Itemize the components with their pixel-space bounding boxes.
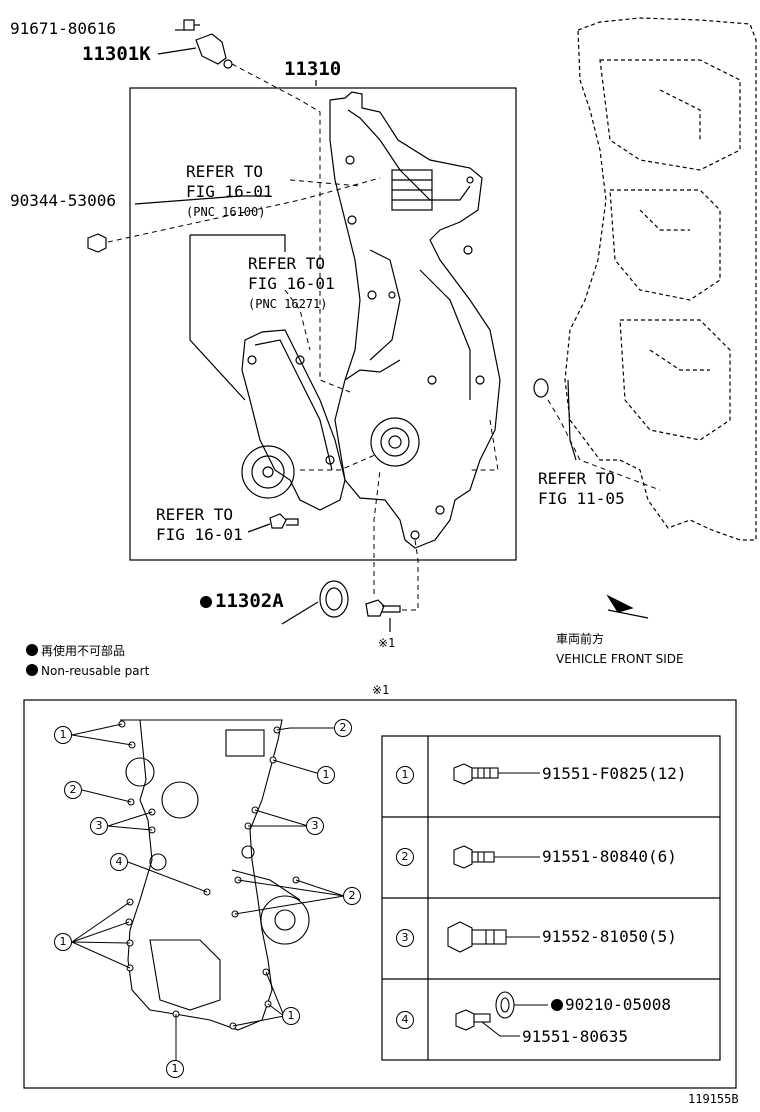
washer-4-drawing	[495, 991, 548, 1019]
oil-seal-drawing	[319, 580, 349, 618]
timing-cover-group-frame	[129, 87, 517, 561]
callout-1[interactable]: 1	[317, 766, 335, 784]
table-key-4: 4	[396, 1011, 414, 1029]
callout-2[interactable]: 2	[343, 887, 361, 905]
non-reusable-dot-4	[551, 999, 563, 1011]
callout-2[interactable]: 2	[334, 719, 352, 737]
callout-1[interactable]: 1	[282, 1007, 300, 1025]
cover-bolt-drawing	[365, 599, 401, 617]
callout-3[interactable]: 3	[306, 817, 324, 835]
callout-1[interactable]: 1	[166, 1060, 184, 1078]
refer-c-line2: FIG 16-01	[156, 525, 243, 544]
refer-d-line1: REFER TO	[538, 469, 616, 488]
table-key-2: 2	[396, 848, 414, 866]
legend-dot-icon	[26, 664, 38, 676]
stud-nut-drawing	[87, 233, 107, 253]
refer-b-line1: REFER TO	[248, 254, 326, 273]
sensor-bolt-drawing	[183, 19, 200, 31]
vehicle-front-jp: 車両前方	[556, 632, 605, 646]
legend-jp: 再使用不可部品	[26, 642, 125, 660]
callout-4[interactable]: 4	[110, 853, 128, 871]
table-part-1[interactable]: 91551-F0825(12)	[542, 764, 687, 783]
engine-block-outline	[564, 17, 757, 541]
bolt-holes	[118, 720, 300, 1030]
label-91671-80616[interactable]: 91671-80616	[10, 19, 116, 38]
table-part-3[interactable]: 91552-81050(5)	[542, 927, 677, 946]
callout-1[interactable]: 1	[54, 726, 72, 744]
refer-b-line2: FIG 16-01	[248, 274, 335, 293]
o-ring-drawing	[533, 378, 549, 398]
refer-c-line1: REFER TO	[156, 505, 234, 524]
callout-1[interactable]: 1	[54, 933, 72, 951]
timing-chain-cover-drawing	[329, 91, 501, 549]
table-key-3: 3	[396, 929, 414, 947]
label-90344-53006[interactable]: 90344-53006	[10, 191, 116, 210]
cover-detail-drawing	[120, 719, 310, 1031]
refer-a-line3: (PNC 16100)	[186, 205, 266, 219]
bolt-2-drawing	[453, 845, 540, 869]
callout-3[interactable]: 3	[90, 817, 108, 835]
note-mark-upper: ※1	[378, 636, 396, 650]
label-11302a[interactable]: 11302A	[200, 590, 284, 612]
bolt-1-drawing	[453, 763, 540, 785]
label-11301k[interactable]: 11301K	[82, 43, 151, 65]
bolt-4-drawing	[455, 1009, 520, 1037]
label-11310[interactable]: 11310	[284, 58, 342, 80]
callout-2[interactable]: 2	[64, 781, 82, 799]
fastener-table-frame	[381, 735, 721, 1061]
refer-d-line2: FIG 11-05	[538, 489, 625, 508]
vehicle-front-en: VEHICLE FRONT SIDE	[556, 652, 684, 666]
pump-bolt-drawing	[269, 513, 299, 529]
bolt-3-drawing	[447, 921, 540, 953]
figure-id: 119155B	[688, 1092, 739, 1106]
refer-a-line2: FIG 16-01	[186, 182, 273, 201]
refer-b-line3: (PNC 16271)	[248, 297, 328, 311]
label-11302a-text: 11302A	[215, 590, 284, 612]
detail-frame	[23, 699, 737, 1089]
water-pump-drawing	[241, 329, 346, 511]
table-key-1: 1	[396, 766, 414, 784]
legend-jp-text: 再使用不可部品	[41, 644, 126, 658]
table-part-4-washer[interactable]: 90210-05008	[565, 995, 671, 1014]
non-reusable-dot	[200, 596, 212, 608]
legend-en: Non-reusable part	[26, 662, 149, 680]
legend-en-text: Non-reusable part	[41, 664, 150, 678]
table-part-2[interactable]: 91551-80840(6)	[542, 847, 677, 866]
table-part-4-bolt[interactable]: 91551-80635	[522, 1027, 628, 1046]
cam-position-sensor-drawing	[195, 33, 233, 69]
refer-a-line1: REFER TO	[186, 162, 264, 181]
detail-mark: ※1	[372, 683, 390, 697]
legend-dot-icon	[26, 644, 38, 656]
